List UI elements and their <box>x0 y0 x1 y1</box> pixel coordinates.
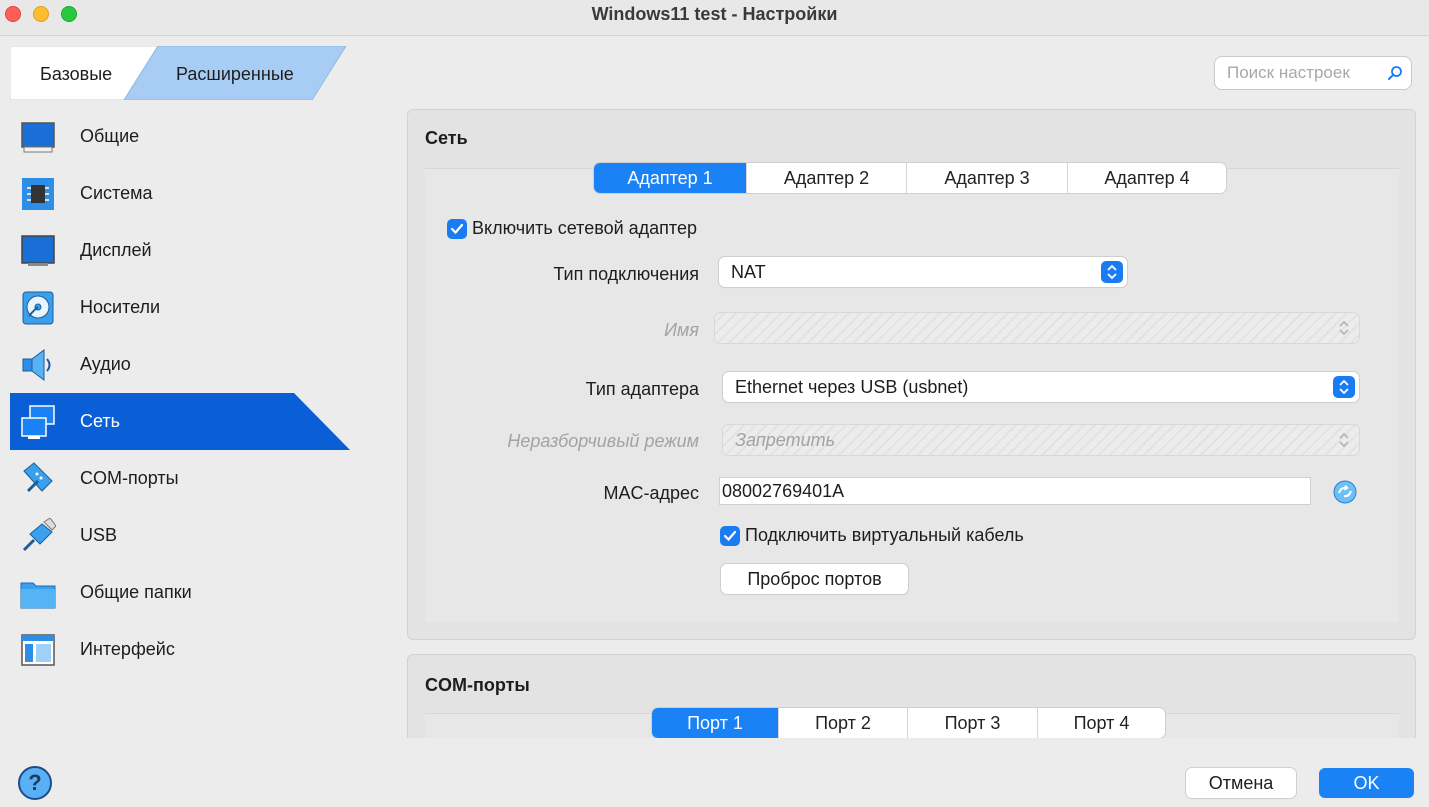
checkmark-icon <box>723 530 737 542</box>
tab-adapter-4[interactable]: Адаптер 4 <box>1104 168 1190 188</box>
system-chip-icon <box>22 177 54 210</box>
tab-adapter-1[interactable]: Адаптер 1 <box>594 163 747 193</box>
mode-switch: Базовые Расширенные <box>10 46 350 100</box>
com-port-icon <box>23 461 53 492</box>
tab-port-4[interactable]: Порт 4 <box>1073 713 1130 733</box>
cancel-button[interactable]: Отмена <box>1186 768 1296 798</box>
chevron-updown-icon <box>1339 320 1349 336</box>
mode-switch-shape <box>10 46 347 100</box>
sidebar-item-audio[interactable]: Аудио <box>10 336 355 393</box>
adapter-type-stepper <box>1333 376 1355 398</box>
help-button[interactable]: ? <box>18 766 52 800</box>
attached-to-value: NAT <box>731 262 766 282</box>
sidebar-item-label: Носители <box>80 297 161 317</box>
mode-advanced-tab[interactable]: Расширенные <box>176 64 294 84</box>
window-title: Windows11 test - Настройки <box>591 4 838 24</box>
adapter-type-value: Ethernet через USB (usbnet) <box>735 377 969 397</box>
network-group-title: Сеть <box>425 128 468 148</box>
chevron-updown-icon <box>1339 379 1349 395</box>
storage-disc-icon <box>22 291 54 324</box>
cable-connected-checkbox[interactable] <box>720 526 740 546</box>
ok-button[interactable]: OK <box>1319 768 1414 798</box>
title-bar: Windows11 test - Настройки <box>0 0 1429 36</box>
chevron-updown-icon <box>1339 432 1349 448</box>
tab-adapter-2[interactable]: Адаптер 2 <box>747 163 907 193</box>
adapter-tabs: Адаптер 1 Адаптер 2 Адаптер 3 Адаптер 4 <box>594 163 1226 193</box>
sidebar-item-system[interactable]: Система <box>10 165 355 222</box>
network-group: Сеть Адаптер 1 Адаптер 2 Адаптер 3 Адапт… <box>407 109 1416 640</box>
sidebar-item-label: USB <box>80 525 118 545</box>
mac-address-field[interactable]: 08002769401A <box>719 477 1311 505</box>
sidebar-item-label: Общие <box>80 126 140 146</box>
promiscuous-label: Неразборчивый режим <box>507 431 699 451</box>
sidebar-item-general[interactable]: Общие <box>10 108 355 165</box>
sidebar-item-label: Сеть <box>80 411 121 431</box>
attached-to-stepper <box>1101 261 1123 283</box>
cable-connected-label: Подключить виртуальный кабель <box>745 525 1024 545</box>
tab-port-1[interactable]: Порт 1 <box>652 708 779 738</box>
minimize-window-button[interactable] <box>33 6 49 22</box>
display-icon <box>21 234 55 266</box>
shared-folder-icon <box>20 582 56 608</box>
chevron-updown-icon <box>1107 264 1117 280</box>
enable-adapter-label: Включить сетевой адаптер <box>472 218 697 238</box>
sidebar-item-interface[interactable]: Интерфейс <box>10 621 355 678</box>
promiscuous-select: Запретить <box>723 425 1359 455</box>
com-port-tabs: Порт 1 Порт 2 Порт 3 Порт 4 <box>652 708 1165 738</box>
network-group-content: Адаптер 1 Адаптер 2 Адаптер 3 Адаптер 4 … <box>425 163 1399 622</box>
sidebar-item-storage[interactable]: Носители <box>10 279 355 336</box>
sidebar-item-network[interactable]: Сеть <box>10 393 355 450</box>
search-input[interactable] <box>1225 62 1385 84</box>
sidebar-active-highlight <box>10 393 350 450</box>
sidebar-item-display[interactable]: Дисплей <box>10 222 355 279</box>
adapter-type-select[interactable]: Ethernet через USB (usbnet) <box>723 372 1359 402</box>
maximize-window-button[interactable] <box>61 6 77 22</box>
mode-basic-tab[interactable]: Базовые <box>40 64 113 84</box>
name-stepper <box>1333 317 1355 339</box>
settings-sidebar: Общие Система Дисплей Носители Аудио <box>10 108 355 678</box>
attached-to-label: Тип подключения <box>553 264 699 284</box>
tab-port-2[interactable]: Порт 2 <box>779 708 908 738</box>
promiscuous-value: Запретить <box>735 430 836 450</box>
audio-speaker-icon <box>22 348 51 381</box>
checkmark-icon <box>450 223 464 235</box>
sidebar-item-usb[interactable]: USB <box>10 507 355 564</box>
close-window-button[interactable] <box>5 6 21 22</box>
com-ports-group-content: Порт 1 Порт 2 Порт 3 Порт 4 <box>425 708 1399 738</box>
sidebar-item-label: COM-порты <box>80 468 179 488</box>
tab-port-3[interactable]: Порт 3 <box>908 708 1038 738</box>
sidebar-item-label: Аудио <box>80 354 131 374</box>
enable-adapter-checkbox[interactable] <box>447 219 467 239</box>
interface-icon <box>21 633 55 666</box>
general-icon <box>21 121 55 152</box>
sidebar-item-com-ports[interactable]: COM-порты <box>10 450 355 507</box>
com-ports-group-title: COM-порты <box>425 675 530 695</box>
port-forwarding-button[interactable]: Проброс портов <box>721 564 908 594</box>
search-icon <box>1388 66 1402 80</box>
refresh-mac-icon[interactable] <box>1333 480 1357 504</box>
sidebar-item-label: Дисплей <box>80 240 152 260</box>
sidebar-item-label: Система <box>80 183 153 203</box>
name-select <box>715 313 1359 343</box>
sidebar-item-label: Интерфейс <box>80 639 175 659</box>
name-label: Имя <box>664 320 699 340</box>
sidebar-item-label: Общие папки <box>80 582 192 602</box>
mac-address-label: MAC-адрес <box>603 483 699 503</box>
adapter-type-label: Тип адаптера <box>585 379 699 399</box>
promiscuous-stepper <box>1333 429 1355 451</box>
attached-to-select[interactable]: NAT <box>719 257 1127 287</box>
search-field[interactable] <box>1214 56 1412 90</box>
tab-adapter-3[interactable]: Адаптер 3 <box>907 163 1068 193</box>
network-icon <box>21 404 55 439</box>
sidebar-item-shared-folders[interactable]: Общие папки <box>10 564 355 621</box>
usb-icon <box>22 517 56 551</box>
